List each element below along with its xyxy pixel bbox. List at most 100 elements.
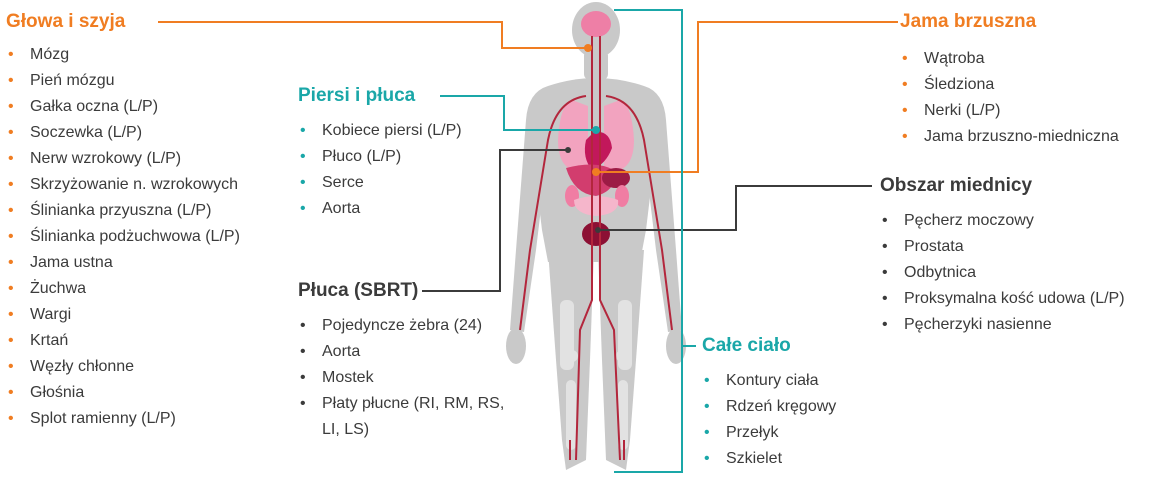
list-item: • Ślinianka przyuszna (L/P) <box>6 198 240 224</box>
bullet-dot: • <box>882 208 888 234</box>
bullet-dot: • <box>8 250 14 276</box>
list-item: •Przełyk <box>702 420 836 446</box>
list-item-label: Węzły chłonne <box>30 358 134 375</box>
list-item: • Rdzeń kręgowy <box>702 394 836 420</box>
list-item: • Gałka oczna (L/P) <box>6 94 240 120</box>
head-neck-title: Głowa i szyja <box>6 10 240 34</box>
bullet-dot: • <box>902 46 908 72</box>
bullet-dot: • <box>882 234 888 260</box>
bullet-dot: • <box>704 394 710 420</box>
list-item-label: Żuchwa <box>30 280 86 297</box>
list-item: •Płaty płucne (RI, RM, RS, <box>298 391 504 417</box>
bullet-dot: • <box>8 68 14 94</box>
list-item: • Pojedyncze żebra (24) <box>298 313 504 339</box>
whole-body-list: • Kontury ciała • Rdzeń kręgowy •Przełyk•Szk… <box>702 368 836 472</box>
list-item: • Aorta <box>298 339 504 365</box>
pelvis-list: •Pęcherz moczowy•Prostata•Odbytnica•Prok… <box>880 208 1125 338</box>
bullet-dot: • <box>8 276 14 302</box>
list-item-label: Kontury ciała <box>726 372 819 389</box>
list-item: • Śledziona <box>900 72 1119 98</box>
list-item: • Kontury ciała <box>702 368 836 394</box>
list-item-label: Mózg <box>30 46 69 63</box>
bullet-dot: • <box>8 224 14 250</box>
list-item: •Ślinianka podżuchwowa (L/P) <box>6 224 240 250</box>
list-item: • Skrzyżowanie n. wzrokowych <box>6 172 240 198</box>
bullet-dot: • <box>8 198 14 224</box>
list-item: • Wątroba <box>900 46 1119 72</box>
bullet-dot: • <box>902 98 908 124</box>
lungs-sbrt-group: Płuca (SBRT) • Pojedyncze żebra (24) • Aort… <box>298 279 504 443</box>
list-item-label: Jama ustna <box>30 254 113 271</box>
bullet-dot: • <box>902 124 908 150</box>
bullet-dot: • <box>704 368 710 394</box>
list-item-label: Splot ramienny (L/P) <box>30 410 176 427</box>
list-item-label: Aorta <box>322 343 360 360</box>
whole-body-title: Całe ciało <box>702 334 836 358</box>
list-item-label: Skrzyżowanie n. wzrokowych <box>30 176 238 193</box>
list-item-label: Odbytnica <box>904 264 976 281</box>
list-item: LI, LS) <box>298 417 504 443</box>
lungs-sbrt-title: Płuca (SBRT) <box>298 279 504 303</box>
list-item-label: Pęcherz moczowy <box>904 212 1034 229</box>
list-item-label: Nerki (L/P) <box>924 102 1000 119</box>
list-item-label: Rdzeń kręgowy <box>726 398 836 415</box>
list-item: • Kobiece piersi (L/P) <box>298 118 462 144</box>
abdomen-group: Jama brzuszna • Wątroba • Śledziona • Nerki (… <box>900 10 1119 150</box>
list-item-label: Pień mózgu <box>30 72 115 89</box>
bullet-dot: • <box>300 339 306 365</box>
breast-lungs-group: Piersi i płuca •Kobiece piersi (L/P)•Płu… <box>298 84 462 222</box>
bullet-dot: • <box>8 94 14 120</box>
list-item-label: Aorta <box>322 200 360 217</box>
breast-lungs-list: •Kobiece piersi (L/P)•Płuco (L/P)•Serce•… <box>298 118 462 222</box>
list-item: •Szkielet <box>702 446 836 472</box>
human-body-anatomy-icon <box>506 2 686 470</box>
list-item: •Płuco (L/P) <box>298 144 462 170</box>
pelvis-title: Obszar miednicy <box>880 174 1125 198</box>
list-item-label: Wątroba <box>924 50 984 67</box>
bullet-dot: • <box>704 446 710 472</box>
list-item-label: Jama brzuszno-miedniczna <box>924 128 1119 145</box>
bullet-dot: • <box>8 146 14 172</box>
whole-body-group: Całe ciało •Kontury ciała•Rdzeń kręgowy•… <box>702 334 836 472</box>
list-item-label: Mostek <box>322 369 374 386</box>
pelvis-group: Obszar miednicy • Pęcherz moczowy • Prostat… <box>880 174 1125 338</box>
list-item: • Prostata <box>880 234 1125 260</box>
bullet-dot: • <box>8 380 14 406</box>
list-item-label: Pojedyncze żebra (24) <box>322 317 482 334</box>
list-item-label: Pęcherzyki nasienne <box>904 316 1052 333</box>
head-neck-list: •Mózg•Pień mózgu•Gałka oczna (L/P)•Socze… <box>6 42 240 432</box>
list-item-label: Nerw wzrokowy (L/P) <box>30 150 181 167</box>
list-item-label: Śledziona <box>924 76 994 93</box>
bullet-dot: • <box>300 118 306 144</box>
bullet-dot: • <box>300 196 306 222</box>
list-item-label: Płuco (L/P) <box>322 148 401 165</box>
list-item: • Pień mózgu <box>6 68 240 94</box>
list-item: •Głośnia <box>6 380 240 406</box>
list-item: • Jama ustna <box>6 250 240 276</box>
bullet-dot: • <box>300 313 306 339</box>
list-item: • Aorta <box>298 196 462 222</box>
bullet-dot: • <box>300 365 306 391</box>
list-item-label: Proksymalna kość udowa (L/P) <box>904 290 1125 307</box>
bullet-dot: • <box>902 72 908 98</box>
list-item-label: Gałka oczna (L/P) <box>30 98 158 115</box>
list-item-label: Prostata <box>904 238 964 255</box>
bullet-dot: • <box>8 42 14 68</box>
bullet-dot: • <box>300 170 306 196</box>
list-item-label: Kobiece piersi (L/P) <box>322 122 462 139</box>
list-item-label: LI, LS) <box>322 421 369 438</box>
head-neck-group: Głowa i szyja • Mózg • Pień mózgu • Gałka ocz… <box>6 10 240 432</box>
list-item: •Serce <box>298 170 462 196</box>
abdomen-title: Jama brzuszna <box>900 10 1119 34</box>
bullet-dot: • <box>8 302 14 328</box>
bullet-dot: • <box>8 172 14 198</box>
list-item-label: Ślinianka przyuszna (L/P) <box>30 202 211 219</box>
list-item: •Wargi <box>6 302 240 328</box>
list-item: •Pęcherzyki nasienne <box>880 312 1125 338</box>
bullet-dot: • <box>704 420 710 446</box>
list-item: •Splot ramienny (L/P) <box>6 406 240 432</box>
list-item: • Pęcherz moczowy <box>880 208 1125 234</box>
list-item: • Jama brzuszno-miedniczna <box>900 124 1119 150</box>
list-item: • Mózg <box>6 42 240 68</box>
bullet-dot: • <box>882 286 888 312</box>
